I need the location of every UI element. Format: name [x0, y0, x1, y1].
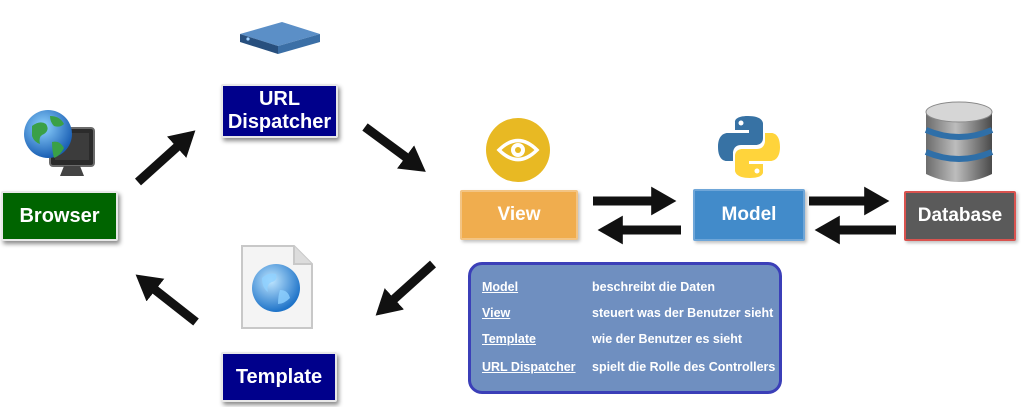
arrow-url-dispatcher-to-view	[362, 123, 426, 172]
database-label: Database	[917, 205, 1003, 226]
python-logo-icon	[718, 116, 780, 178]
database-node: Database	[904, 191, 1016, 241]
url-dispatcher-node: URL Dispatcher	[221, 84, 338, 138]
arrow-template-to-browser	[135, 274, 199, 326]
browser-node: Browser	[1, 191, 118, 241]
url-dispatcher-label-line1: URL	[258, 88, 301, 110]
legend-row: Model beschreibt die Daten	[482, 274, 779, 300]
web-document-icon	[241, 245, 313, 329]
template-label: Template	[235, 365, 323, 388]
model-label: Model	[721, 204, 777, 225]
legend-description: spielt die Rolle des Controllers	[592, 360, 776, 374]
url-dispatcher-label-line2: Dispatcher	[227, 111, 332, 133]
database-icon	[924, 101, 994, 182]
browser-label: Browser	[19, 204, 100, 227]
model-node: Model	[693, 189, 805, 241]
legend-term: URL Dispatcher	[482, 360, 576, 374]
legend-description: beschreibt die Daten	[592, 280, 715, 294]
legend-box: Model beschreibt die Daten View steuert …	[468, 262, 782, 394]
globe-monitor-icon	[24, 110, 95, 176]
legend-row: View steuert was der Benutzer sieht	[482, 300, 779, 326]
eye-icon	[486, 118, 550, 182]
legend-term: Template	[482, 332, 536, 346]
template-node: Template	[221, 352, 337, 402]
legend-row: URL Dispatcher spielt die Rolle des Cont…	[482, 352, 779, 382]
legend-description: steuert was der Benutzer sieht	[592, 306, 774, 320]
arrow-browser-to-url-dispatcher	[134, 130, 196, 186]
legend-term: View	[482, 306, 511, 320]
legend-term: Model	[482, 280, 519, 294]
view-node: View	[460, 190, 578, 240]
legend-row: Template wie der Benutzer es sieht	[482, 326, 779, 352]
arrow-view-to-template	[375, 260, 437, 316]
server-icon	[240, 22, 320, 54]
view-label: View	[497, 204, 541, 225]
legend-description: wie der Benutzer es sieht	[592, 332, 743, 346]
